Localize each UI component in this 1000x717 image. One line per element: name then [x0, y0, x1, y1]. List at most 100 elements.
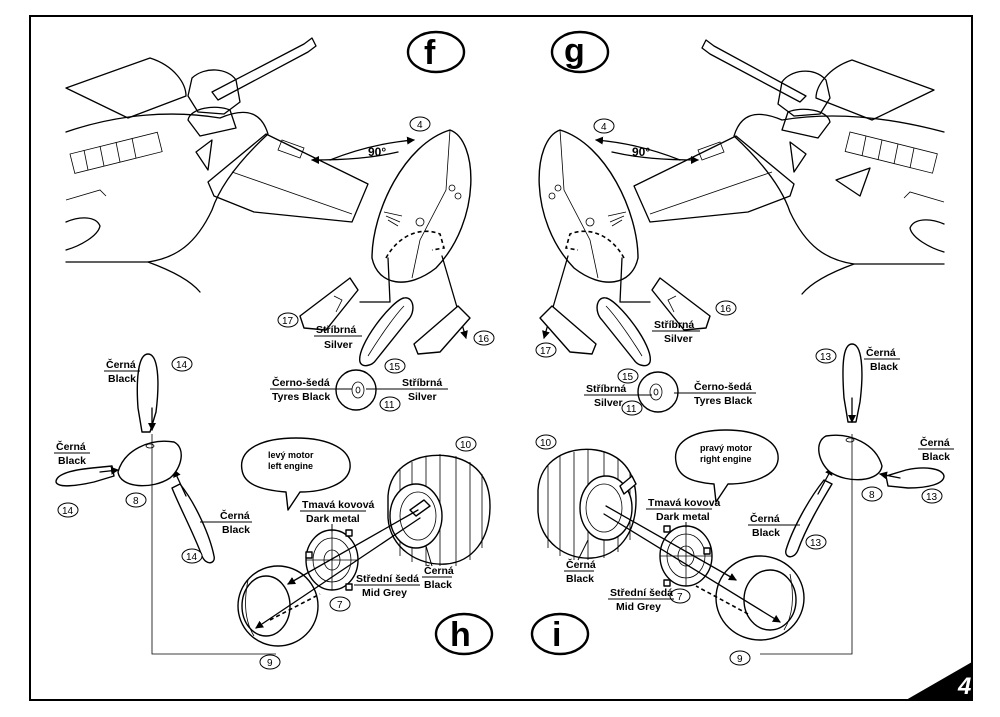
svg-text:h: h: [450, 616, 471, 654]
svg-text:Černo-šedá: Černo-šedá: [694, 380, 752, 393]
svg-text:Černá: Černá: [424, 564, 454, 577]
page-number: 4: [957, 673, 971, 700]
propeller-blade: [136, 353, 159, 433]
svg-text:4: 4: [417, 120, 423, 131]
svg-text:11: 11: [626, 404, 637, 415]
svg-text:Silver: Silver: [664, 333, 693, 345]
turret: [187, 69, 241, 115]
part-number-i-9: 9: [729, 650, 751, 666]
gear-leg: [359, 257, 391, 303]
svg-text:Černá: Černá: [566, 558, 596, 571]
svg-text:Černo-šedá: Černo-šedá: [272, 376, 330, 389]
gear-fairing: [539, 305, 597, 355]
svg-text:Dark metal: Dark metal: [656, 511, 710, 523]
propeller-blade: [55, 465, 115, 487]
fuselage: [65, 111, 269, 263]
spinner: [818, 434, 883, 481]
engine-cowling: [537, 448, 637, 560]
svg-text:11: 11: [384, 400, 395, 411]
svg-text:Black: Black: [222, 524, 250, 536]
turret-base: [781, 108, 831, 139]
part-number-f-17: 17: [277, 312, 299, 328]
part-number-i-7: 7: [669, 588, 691, 604]
svg-text:g: g: [564, 32, 585, 70]
svg-text:16: 16: [478, 334, 490, 345]
part-number-h-14c: 14: [181, 548, 203, 564]
svg-text:Střední šedá: Střední šedá: [610, 587, 673, 599]
svg-text:14: 14: [186, 552, 198, 563]
part-number-h-9: 9: [259, 654, 281, 670]
svg-text:Black: Black: [566, 573, 594, 585]
svg-text:Black: Black: [424, 579, 452, 591]
part-number-h-8: 8: [125, 492, 147, 508]
svg-text:4: 4: [601, 122, 607, 133]
part-number-i-10: 10: [535, 434, 557, 450]
cowling-ring: [237, 565, 319, 647]
page-border: [29, 15, 973, 701]
engine-cowling: [387, 454, 491, 566]
angle-label-f: 90°: [368, 145, 386, 159]
svg-text:Black: Black: [752, 527, 780, 539]
svg-text:Černá: Černá: [750, 512, 780, 525]
svg-text:f: f: [424, 34, 436, 72]
step-badge-f: f: [406, 30, 466, 74]
part-number-i-13a: 13: [815, 348, 837, 364]
angle-label-g: 90°: [632, 145, 650, 159]
part-number-i-13b: 13: [921, 488, 943, 504]
part-number-h-7: 7: [329, 596, 351, 612]
gear-strut: [596, 297, 651, 367]
part-number-f-15: 15: [384, 358, 406, 374]
gun-barrel: [701, 39, 807, 103]
svg-text:Silver: Silver: [408, 391, 437, 403]
part-wing-insert: [651, 277, 711, 331]
callout-bubble: [674, 429, 779, 503]
part-number-h-14a: 14: [171, 356, 193, 372]
step-h-diagram: [55, 353, 491, 655]
part-number-labels: 4 17 15 16 11 4 16 15 17 11 14 14 14 8 1…: [57, 116, 943, 670]
svg-text:Tyres Black: Tyres Black: [694, 395, 752, 407]
svg-text:8: 8: [133, 496, 139, 507]
svg-text:8: 8: [869, 490, 875, 501]
part-number-h-10: 10: [455, 436, 477, 452]
svg-text:7: 7: [337, 600, 343, 611]
propeller-blade: [785, 479, 833, 558]
turret: [777, 70, 831, 117]
svg-text:Střední šedá: Střední šedá: [356, 573, 419, 585]
part-number-h-14b: 14: [57, 502, 79, 518]
svg-text:15: 15: [622, 372, 634, 383]
wing-upper: [815, 59, 935, 121]
part-number-g-15: 15: [617, 368, 639, 384]
svg-text:Stříbrná: Stříbrná: [586, 383, 626, 395]
part-number-f-11: 11: [379, 396, 401, 412]
svg-text:14: 14: [176, 360, 188, 371]
svg-text:Mid Grey: Mid Grey: [362, 587, 407, 599]
page-corner-tab: 4: [906, 662, 972, 700]
part-number-i-8: 8: [861, 486, 883, 502]
turret-base: [187, 106, 237, 137]
svg-text:Dark metal: Dark metal: [306, 513, 360, 525]
svg-text:9: 9: [267, 658, 273, 669]
svg-text:17: 17: [540, 346, 552, 357]
svg-text:Black: Black: [108, 373, 136, 385]
part-number-g-16: 16: [715, 300, 737, 316]
svg-text:16: 16: [720, 304, 732, 315]
part-number-f-16: 16: [473, 330, 495, 346]
landing-gear-door: [371, 129, 472, 283]
step-g-diagram: [538, 39, 945, 413]
svg-text:Stříbrná: Stříbrná: [402, 377, 442, 389]
svg-text:13: 13: [820, 352, 832, 363]
svg-text:Černá: Černá: [220, 509, 250, 522]
